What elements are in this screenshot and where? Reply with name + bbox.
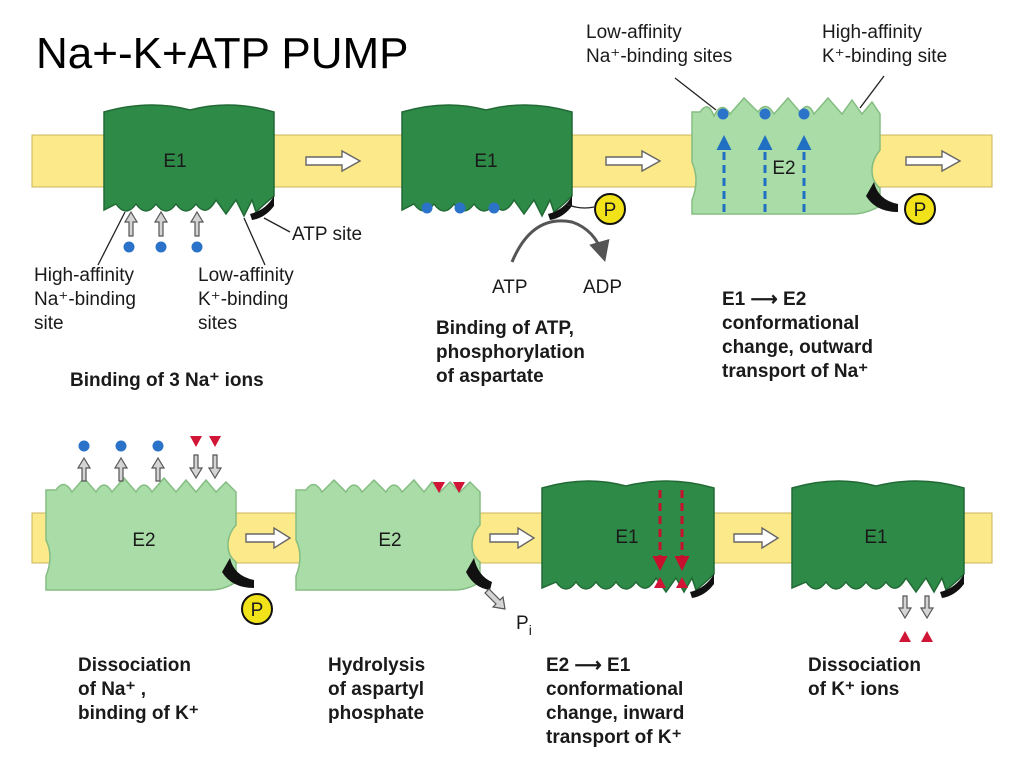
- sodium-ion: [488, 202, 500, 214]
- sodium-ion: [123, 241, 135, 253]
- process-arrow: [245, 526, 292, 550]
- adp-label: ADP: [583, 277, 622, 298]
- sodium-ion: [421, 202, 433, 214]
- state-label: E2: [772, 158, 795, 179]
- sodium-ion: [798, 108, 810, 120]
- phosphate-group: [241, 593, 273, 625]
- phosphate-group: [594, 193, 626, 225]
- state-label: E1: [163, 151, 186, 172]
- phosphate-label: P: [914, 200, 927, 221]
- atp-site-label: ATP site: [292, 224, 362, 245]
- atp-label: ATP: [492, 277, 528, 298]
- pump-step-7: E1: [791, 480, 965, 598]
- process-arrow: [305, 149, 362, 173]
- caption-step-2: Binding of ATP, phosphorylation of aspar…: [436, 318, 590, 387]
- state-label: E2: [378, 530, 401, 551]
- state-label: E1: [615, 527, 638, 548]
- potassium-ion: [453, 482, 465, 493]
- pump-step-2: E1: [401, 104, 573, 220]
- potassium-ion: [654, 577, 666, 588]
- caption-step-6: E2 ⟶ E1 conformational change, inward tr…: [546, 655, 690, 748]
- potassium-ion: [190, 436, 202, 447]
- potassium-ion: [921, 631, 933, 642]
- state-label: E1: [474, 151, 497, 172]
- pump-step-4: E2: [45, 476, 254, 591]
- sodium-ion: [759, 108, 771, 120]
- state-label: E1: [864, 527, 887, 548]
- pump-step-3: E2: [691, 96, 898, 215]
- process-arrow: [605, 149, 662, 173]
- phosphate-group: [904, 193, 936, 225]
- potassium-ion: [676, 577, 688, 588]
- ion-exchange-step-4: [76, 436, 223, 482]
- phosphate-label: P: [251, 600, 264, 621]
- low-affinity-k-label: Low-affinity K⁺-binding sites: [198, 265, 299, 334]
- pump-step-1: E1: [103, 104, 275, 220]
- process-arrow: [733, 526, 780, 550]
- sodium-ion: [454, 202, 466, 214]
- atp-site-marker: [250, 196, 274, 220]
- high-affinity-na-label: High-affinity Na⁺-binding site: [34, 265, 141, 334]
- potassium-ion: [209, 436, 221, 447]
- process-arrow: [905, 149, 962, 173]
- phosphate-label: P: [604, 200, 617, 221]
- process-arrow: [489, 526, 536, 550]
- sodium-ion: [78, 440, 90, 452]
- sodium-ions-entering: [123, 210, 205, 253]
- sodium-ion: [191, 241, 203, 253]
- pump-step-5: E2: [295, 478, 492, 591]
- atp-to-adp-arrow: [510, 219, 610, 263]
- phosphate-release-arrow: [484, 588, 506, 610]
- caption-step-1: Binding of 3 Na⁺ ions: [70, 370, 264, 391]
- pump-step-6: E1: [541, 480, 715, 598]
- sodium-ion: [115, 440, 127, 452]
- state-label: E2: [132, 530, 155, 551]
- sodium-ion: [717, 108, 729, 120]
- caption-step-5: Hydrolysis of aspartyl phosphate: [328, 655, 430, 724]
- inorganic-phosphate-label: Pi: [516, 613, 532, 638]
- sodium-ion: [152, 440, 164, 452]
- potassium-ion: [899, 631, 911, 642]
- caption-step-4: Dissociation of Na⁺ , binding of K⁺: [78, 655, 199, 724]
- sodium-ion: [155, 241, 167, 253]
- potassium-release-step-7: [897, 595, 935, 642]
- page-title: Na+-K+ATP PUMP: [36, 29, 409, 78]
- potassium-ion: [433, 482, 445, 493]
- high-affinity-k-label: High-affinity K⁺-binding site: [822, 22, 947, 67]
- caption-step-3: E1 ⟶ E2 conformational change, outward t…: [722, 289, 878, 382]
- caption-step-7: Dissociation of K⁺ ions: [808, 655, 926, 700]
- low-affinity-na-label: Low-affinity Na⁺-binding sites: [586, 22, 732, 67]
